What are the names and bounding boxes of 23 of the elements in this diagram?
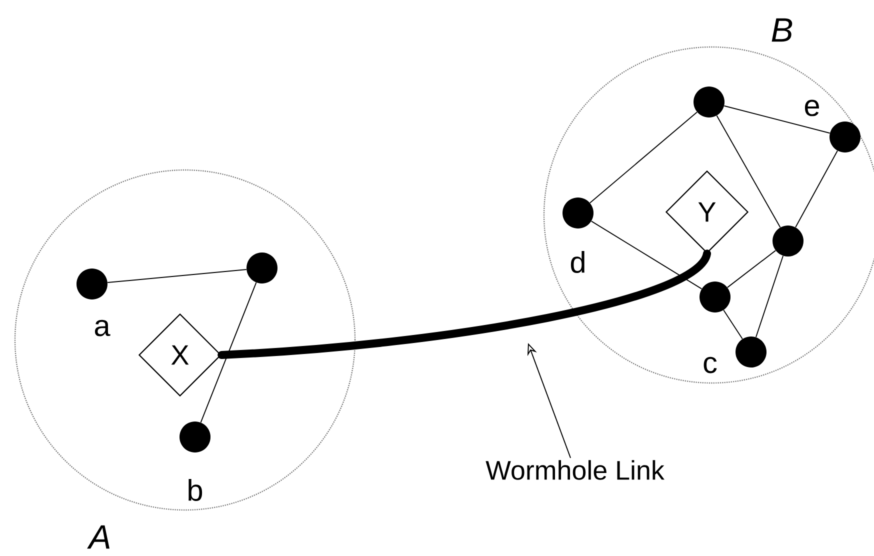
edge-line	[716, 115, 781, 228]
dot	[246, 252, 278, 284]
node-label: a	[94, 320, 110, 336]
region-label: A	[87, 525, 110, 549]
edge-line	[107, 268, 247, 284]
node-label: c	[704, 356, 717, 374]
node-label: e	[804, 100, 819, 116]
node-label: d	[570, 251, 584, 273]
wormhole-link	[218, 250, 711, 359]
link-label: Wormhole Link	[486, 460, 664, 480]
edge-line	[726, 250, 776, 288]
edge-line	[723, 310, 743, 340]
edge-line	[200, 282, 257, 423]
dot	[772, 226, 804, 256]
edge-line	[590, 220, 702, 290]
edge-line	[795, 150, 838, 228]
edge-line	[589, 112, 698, 204]
edge-line	[755, 255, 784, 338]
edge-line	[724, 105, 830, 134]
region-label: B	[772, 18, 792, 42]
dot	[700, 282, 730, 312]
dot	[694, 86, 724, 118]
node-label: b	[188, 479, 202, 501]
